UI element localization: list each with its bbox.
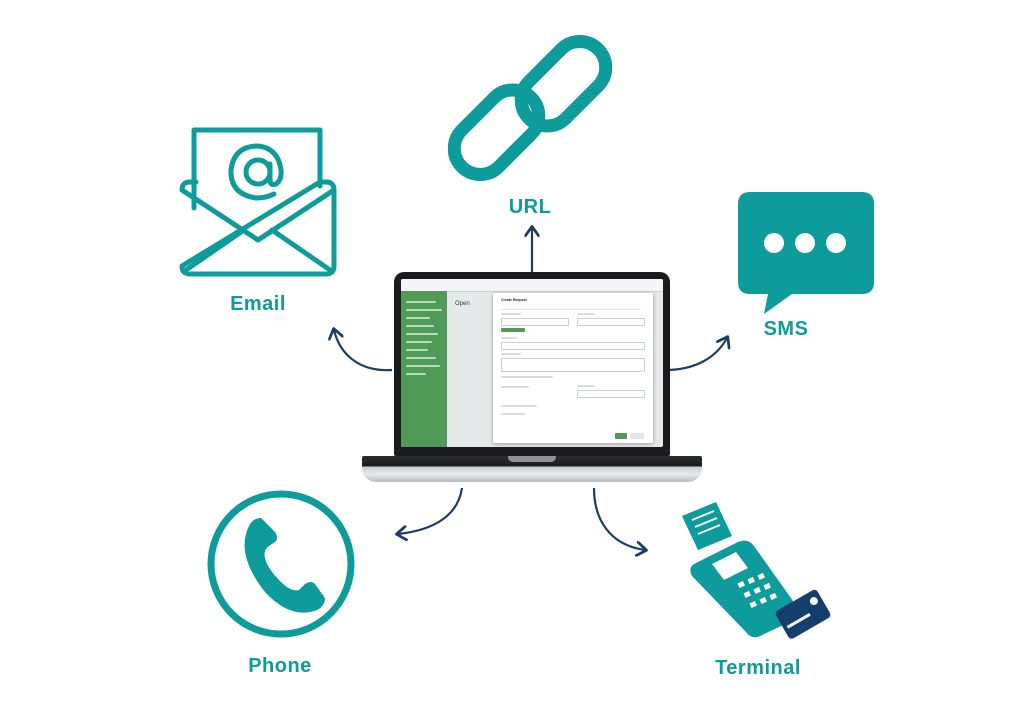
laptop-notch [508,456,556,462]
email-label: Email [230,293,286,315]
laptop-lid: Open Create Request [394,272,670,456]
chain-link-icon [448,35,612,181]
chat-bubble-dots-icon [738,192,874,314]
phone-label: Phone [248,655,312,677]
app-sidebar [401,291,447,447]
terminal-label: Terminal [715,657,801,679]
dialog-title: Create Request [501,298,527,302]
arrow-to-sms [664,338,727,372]
create-request-dialog: Create Request [493,293,653,443]
laptop-screen: Open Create Request [401,279,663,447]
sms-label: SMS [763,318,809,340]
background-heading: Open [455,301,470,307]
laptop-icon: Open Create Request [362,272,702,492]
arrow-to-email [334,330,393,372]
arrow-to-phone [398,487,464,534]
envelope-at-icon [179,127,337,277]
app-topbar [401,279,663,292]
phone-handset-icon [207,490,355,638]
url-label: URL [508,196,552,218]
card-terminal-icon [682,502,831,639]
arrow-to-terminal [592,487,645,550]
